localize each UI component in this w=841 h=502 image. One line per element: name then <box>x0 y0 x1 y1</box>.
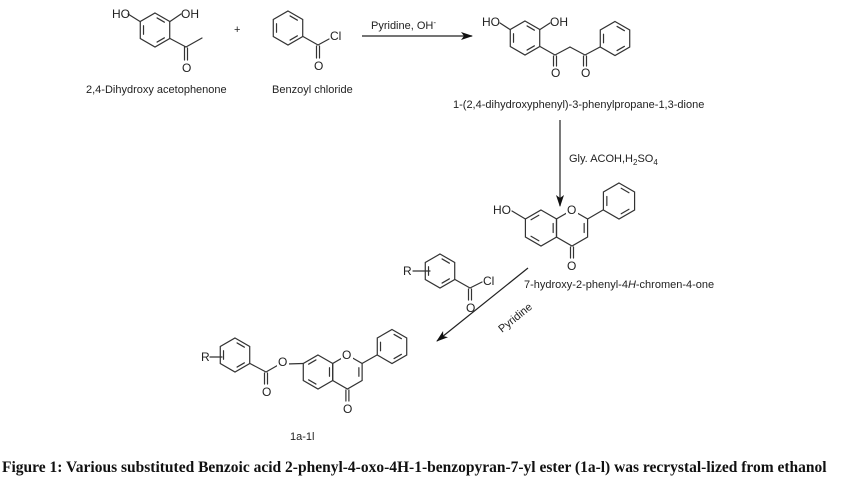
ring-bonds <box>272 10 304 46</box>
atom-label: O <box>567 259 576 273</box>
flavone-name: 7-hydroxy-2-phenyl-4H-chromen-4-one <box>524 279 714 291</box>
double-bond <box>441 258 451 264</box>
double-bond <box>307 379 317 385</box>
ring-bonds <box>599 20 631 57</box>
double-bond <box>620 208 630 215</box>
atom-label: R <box>403 264 412 278</box>
double-bond <box>289 15 299 21</box>
ring-bonds <box>509 20 541 56</box>
step2-reagent: Gly. ACOH,H2SO4 <box>569 153 658 167</box>
benzoyl-chloride-name: Benzoyl chloride <box>272 84 353 96</box>
atom-label: HO <box>112 7 130 21</box>
substituted-benzoyl-chloride-structure: R Cl O <box>403 253 494 315</box>
step1-reagent: Pyridine, OH- <box>371 18 436 32</box>
benzene-ring <box>219 337 251 373</box>
atom-label: R <box>201 350 210 364</box>
benzene-ring <box>524 209 558 247</box>
ring-bonds <box>424 253 456 289</box>
acetophenone-structure: HO OH O <box>112 7 203 75</box>
atom-label: O <box>551 66 560 80</box>
ring-bonds <box>524 209 558 247</box>
benzene-ring <box>272 10 304 46</box>
atom-label: O <box>581 66 590 80</box>
double-bond <box>289 35 299 41</box>
double-bond <box>526 25 536 31</box>
double-bond <box>530 214 540 221</box>
dione-name: 1-(2,4-dihydroxyphenyl)-3-phenylpropane-… <box>453 99 704 111</box>
benzene-ring <box>602 182 636 220</box>
atom-label: HO <box>482 15 500 29</box>
ring-bonds <box>139 12 171 48</box>
double-bond <box>393 333 403 340</box>
reaction-arrow-3 <box>436 267 529 342</box>
reaction-scheme: HO OH O + Cl O 2,4-Dihydroxy acetophenon… <box>86 7 714 443</box>
benzene-ring <box>376 328 408 365</box>
flavone-structure: O HO O <box>493 182 636 273</box>
atom-label: Cl <box>483 274 494 288</box>
atom-label: OH <box>550 15 568 29</box>
double-bond <box>616 25 626 32</box>
benzene-ring <box>139 12 171 48</box>
atom-label: O <box>278 355 287 369</box>
figure-caption: Figure 1: Various substituted Benzoic ac… <box>2 459 827 476</box>
step3-reagent: Pyridine <box>496 301 534 335</box>
double-bond <box>307 359 317 365</box>
atom-label: O <box>466 301 475 315</box>
atom-label: O <box>342 348 351 362</box>
atom-label: O <box>567 203 576 217</box>
ring-bonds <box>302 354 334 390</box>
dione-structure: HO OH O O <box>482 15 631 80</box>
plus-sign: + <box>234 24 240 36</box>
ring-bonds <box>602 182 636 220</box>
double-bond <box>530 235 540 242</box>
double-bond <box>393 353 403 360</box>
atom-label: HO <box>493 203 511 217</box>
benzene-ring <box>302 354 334 390</box>
double-bond <box>620 187 630 194</box>
atom-label: Cl <box>330 29 341 43</box>
atom-label: O <box>343 402 352 416</box>
atom-label: O <box>262 385 271 399</box>
double-bond <box>616 45 626 52</box>
atom-label: O <box>182 61 191 75</box>
ring-bonds <box>376 328 408 365</box>
double-bond <box>156 37 166 43</box>
benzene-ring <box>509 20 541 56</box>
benzene-ring <box>599 20 631 57</box>
ring-bonds <box>219 337 251 373</box>
double-bond <box>236 362 246 368</box>
double-bond <box>156 17 166 23</box>
acetophenone-name: 2,4-Dihydroxy acetophenone <box>86 84 227 96</box>
product-name: 1a-1l <box>290 431 314 443</box>
atom-label: O <box>314 59 323 73</box>
double-bond <box>526 45 536 51</box>
double-bond <box>441 278 451 284</box>
product-structure: R O O O O <box>201 328 408 416</box>
double-bond <box>236 342 246 348</box>
atom-label: OH <box>181 7 199 21</box>
benzoyl-chloride-structure: Cl O <box>272 10 341 73</box>
